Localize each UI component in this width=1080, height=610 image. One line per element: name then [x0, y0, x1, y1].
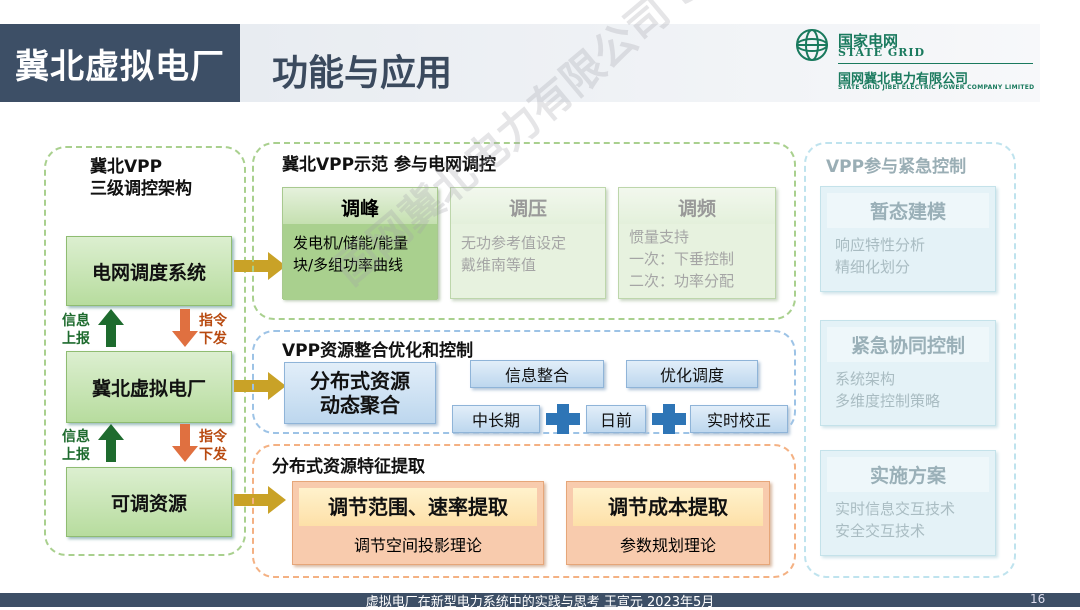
- up-label-line2: 上报: [62, 447, 90, 463]
- down-label: 指令 下发: [199, 312, 227, 348]
- day-ahead-chip: 日前: [586, 405, 646, 433]
- section-title: 冀北虚拟电厂: [0, 24, 240, 102]
- demo-card-head: 调频: [619, 188, 775, 224]
- demo-panel: [252, 142, 796, 320]
- demo-card-line: 无功参考值设定: [461, 234, 567, 252]
- up-label-line1: 信息: [62, 313, 90, 329]
- right-arrow-icon: [234, 486, 286, 514]
- left-title-line1: 冀北VPP: [90, 157, 163, 177]
- feature-panel: [252, 444, 796, 578]
- demo-card-line: 二次：功率分配: [629, 272, 735, 290]
- demo-card: 调压 无功参考值设定 戴维南等值: [450, 187, 606, 299]
- vpp-box: 冀北虚拟电厂: [66, 351, 232, 423]
- up-label: 信息 上报: [62, 428, 90, 464]
- resource-main-box: 分布式资源动态聚合: [284, 362, 436, 424]
- feature-box-head: 调节成本提取: [573, 488, 763, 526]
- left-panel: [44, 146, 246, 556]
- demo-card-line: 发电机/储能/能量: [293, 234, 409, 252]
- demo-card-head: 调压: [451, 188, 605, 224]
- logo-cn-name: 国家电网: [838, 32, 899, 50]
- up-label-line2: 上报: [62, 331, 90, 347]
- emergency-card-head: 实施方案: [827, 457, 989, 492]
- resources-box: 可调资源: [66, 467, 232, 537]
- logo-company-en: STATE GRID JIBEI ELECTRIC POWER COMPANY …: [838, 84, 1035, 91]
- down-label: 指令 下发: [199, 428, 227, 464]
- down-arrow-icon: [172, 424, 198, 462]
- demo-card-line: 戴维南等值: [461, 256, 537, 274]
- page-number: 16: [1030, 592, 1046, 606]
- right-arrow-icon: [234, 372, 286, 400]
- demo-card-line: 惯量支持: [629, 228, 690, 246]
- info-chip: 信息整合: [470, 360, 604, 388]
- demo-card-body: 惯量支持 一次：下垂控制 二次：功率分配: [619, 224, 775, 300]
- up-arrow-icon: [98, 309, 124, 347]
- demo-card-head: 调峰: [283, 188, 437, 224]
- feature-title: 分布式资源特征提取: [272, 457, 425, 477]
- down-label-line1: 指令: [199, 313, 227, 329]
- right-arrow-icon: [234, 252, 286, 280]
- logo-company-cn: 国网冀北电力有限公司: [838, 72, 969, 87]
- emergency-panel: [804, 142, 1016, 578]
- emergency-card-line: 精细化划分: [835, 258, 911, 276]
- feature-box: 调节成本提取 参数规划理论: [566, 481, 770, 565]
- down-label-line2: 下发: [199, 331, 227, 347]
- footer-bar: [0, 593, 1080, 607]
- page-title: 功能与应用: [272, 53, 453, 94]
- emergency-card-body: 系统架构 多维度控制策略: [821, 368, 995, 412]
- emergency-card-line: 安全交互技术: [835, 522, 926, 540]
- emergency-card-line: 实时信息交互技术: [835, 500, 956, 518]
- mid-term-chip: 中长期: [452, 405, 540, 433]
- demo-card-line: 一次：下垂控制: [629, 250, 735, 268]
- down-label-line2: 下发: [199, 447, 227, 463]
- demo-card-body: 发电机/储能/能量 块/多组功率曲线: [283, 224, 437, 300]
- feature-box-body: 调节空间投影理论: [353, 536, 482, 555]
- emergency-card-line: 响应特性分析: [835, 236, 926, 254]
- demo-card: 调频 惯量支持 一次：下垂控制 二次：功率分配: [618, 187, 776, 299]
- emergency-card: 暂态建模 响应特性分析 精细化划分: [820, 186, 996, 292]
- emergency-card-line: 多维度控制策略: [835, 392, 941, 410]
- plus-icon: [652, 404, 686, 434]
- realtime-chip: 实时校正: [690, 405, 788, 433]
- grid-dispatch-box: 电网调度系统: [66, 236, 232, 306]
- opt-chip: 优化调度: [626, 360, 758, 388]
- footer-text: 虚拟电厂在新型电力系统中的实践与思考 王宣元 2023年5月: [365, 595, 715, 610]
- up-label-line1: 信息: [62, 429, 90, 445]
- state-grid-logo-icon: [796, 29, 828, 61]
- feature-box: 调节范围、速率提取 调节空间投影理论: [292, 481, 544, 565]
- demo-card: 调峰 发电机/储能/能量 块/多组功率曲线: [282, 187, 438, 300]
- emergency-card-body: 实时信息交互技术 安全交互技术: [821, 498, 995, 542]
- emergency-card-body: 响应特性分析 精细化划分: [821, 234, 995, 278]
- down-arrow-icon: [172, 309, 198, 347]
- resource-panel: [252, 330, 796, 434]
- resource-title: VPP资源整合优化和控制: [282, 341, 474, 361]
- plus-icon: [546, 404, 580, 434]
- emergency-title: VPP参与紧急控制: [826, 157, 967, 177]
- demo-card-line: 块/多组功率曲线: [293, 256, 404, 274]
- logo-en-name: STATE GRID: [838, 46, 926, 59]
- emergency-card: 紧急协同控制 系统架构 多维度控制策略: [820, 320, 996, 426]
- emergency-card-line: 系统架构: [835, 370, 896, 388]
- feature-box-head: 调节范围、速率提取: [299, 488, 537, 526]
- left-title-line2: 三级调控架构: [90, 179, 192, 199]
- logo-divider: [838, 63, 1033, 64]
- up-label: 信息 上报: [62, 312, 90, 348]
- emergency-card-head: 暂态建模: [827, 193, 989, 228]
- demo-card-body: 无功参考值设定 戴维南等值: [451, 224, 605, 284]
- emergency-card: 实施方案 实时信息交互技术 安全交互技术: [820, 450, 996, 556]
- demo-title: 冀北VPP示范 参与电网调控: [282, 155, 496, 175]
- feature-box-body: 参数规划理论: [619, 536, 716, 555]
- emergency-card-head: 紧急协同控制: [827, 327, 989, 362]
- up-arrow-icon: [98, 424, 124, 462]
- down-label-line1: 指令: [199, 429, 227, 445]
